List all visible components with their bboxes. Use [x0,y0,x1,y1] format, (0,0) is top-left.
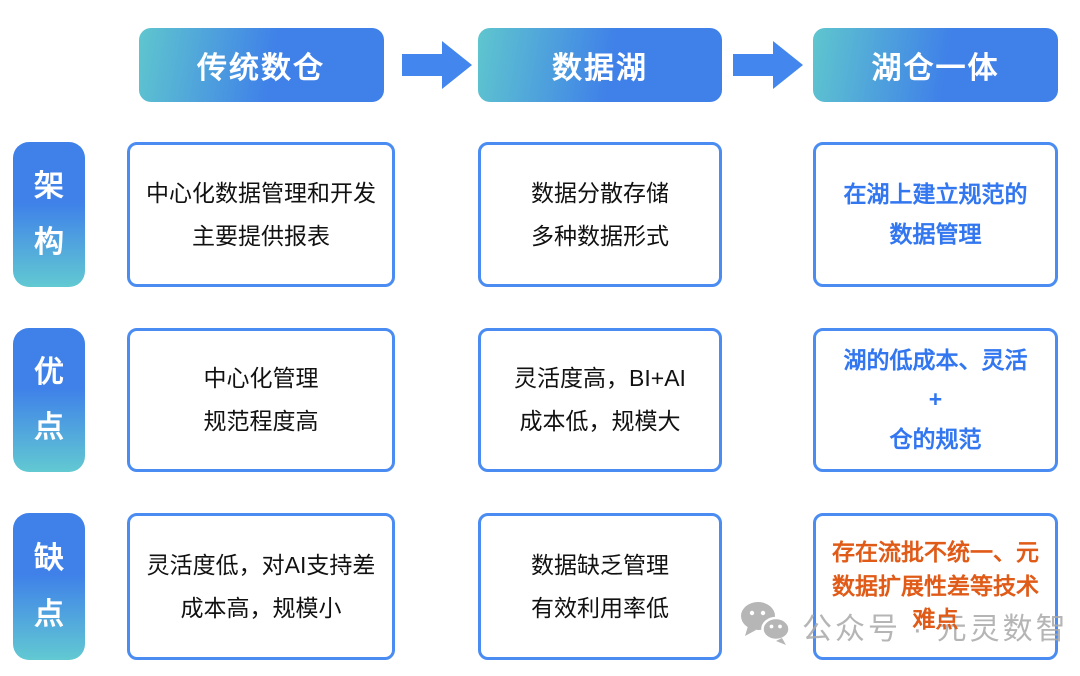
cell-line: 成本高，规模小 [180,594,342,621]
cell-line: 灵活度低，对AI支持差 [146,551,376,578]
cell-disadvantages-lakehouse: 存在流批不统一、元 数据扩展性差等技术 难点 [813,513,1058,660]
cell-line: 中心化数据管理和开发 [146,179,376,206]
cell-line: 数据分散存储 [531,179,669,206]
cell-architecture-lakehouse: 在湖上建立规范的 数据管理 [813,142,1058,287]
cell-disadvantages-datalake: 数据缺乏管理 有效利用率低 [478,513,722,660]
watermark-text: 公众号 · 元灵数智 [802,612,1069,646]
cell-line: 数据扩展性差等技术 [832,572,1039,599]
wechat-icon [738,600,792,651]
cell-line: 灵活度高，BI+AI [514,365,686,392]
row-label-text: 缺点 [34,542,64,631]
row-label-advantages: 优点 [13,328,85,472]
row-label-architecture: 架构 [13,142,85,287]
cell-line: 成本低，规模大 [519,408,681,434]
cell-line: + [928,386,943,413]
cell-line: 在湖上建立规范的 [843,181,1028,208]
comparison-grid: 传统数仓 数据湖 湖仓一体 架构 优点 缺点 中心化数据管理和开发 主要提供报表 [13,28,1058,660]
watermark: 公众号 · 元灵数智 [738,600,1069,651]
header-lakehouse: 湖仓一体 [813,28,1058,102]
row-label-disadvantages: 缺点 [13,513,85,660]
cell-architecture-datalake: 数据分散存储 多种数据形式 [478,142,722,287]
cell-line: 湖的低成本、灵活 [843,347,1028,374]
cell-line: 存在流批不统一、元 [832,539,1039,566]
cell-line: 数据缺乏管理 [531,551,669,578]
cell-line: 有效利用率低 [531,594,669,621]
header-traditional-warehouse: 传统数仓 [138,28,384,102]
cell-line: 中心化管理 [203,365,319,392]
cell-advantages-datalake: 灵活度高，BI+AI 成本低，规模大 [478,328,722,472]
cell-line: 主要提供报表 [192,222,330,249]
row-label-text: 优点 [34,355,64,445]
cell-line: 规范程度高 [203,408,319,434]
cell-advantages-lakehouse: 湖的低成本、灵活 + 仓的规范 [813,328,1058,472]
cell-line: 多种数据形式 [531,222,669,249]
cell-line: 数据管理 [889,220,982,247]
cell-architecture-traditional: 中心化数据管理和开发 主要提供报表 [127,142,395,287]
cell-line: 仓的规范 [889,425,982,452]
right-arrow-icon [401,40,472,90]
right-arrow-icon [732,40,803,90]
cell-advantages-traditional: 中心化管理 规范程度高 [127,328,395,472]
cell-disadvantages-traditional: 灵活度低，对AI支持差 成本高，规模小 [127,513,395,660]
cell-line: 难点 [912,606,959,633]
header-data-lake: 数据湖 [478,28,722,102]
row-label-text: 架构 [34,170,64,259]
